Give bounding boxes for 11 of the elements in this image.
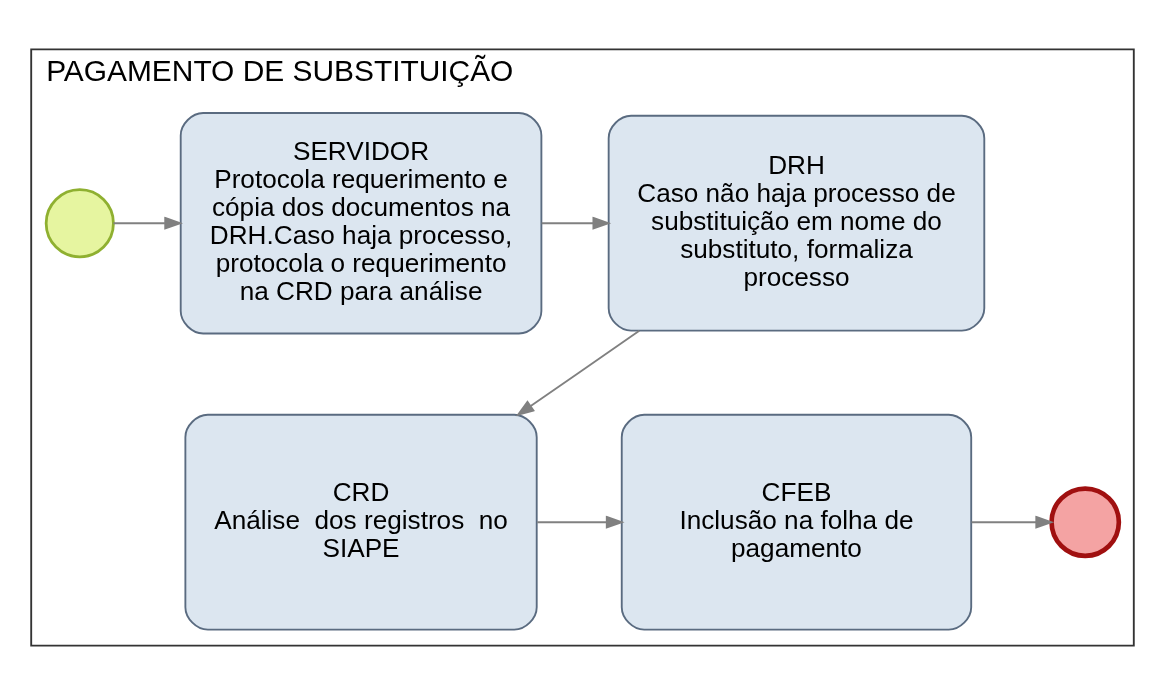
arrow xyxy=(112,216,183,230)
arrow xyxy=(515,329,641,417)
node-circle xyxy=(1049,486,1122,559)
node-circle xyxy=(44,188,115,259)
node-box: CFEB Inclusão na folha de pagamento xyxy=(620,413,973,631)
arrow xyxy=(536,515,625,529)
arrow xyxy=(970,515,1055,529)
node-box: CRD Análise dos registros no SIAPE xyxy=(184,413,538,631)
node-box: DRH Caso não haja processo de substituição em nome do substituto, formaliza processo xyxy=(607,114,986,332)
node-box: SERVIDOR Protocola requerimento e cópia dos documentos na DRH.Caso haja processo, protocola o requerimento na CRD para análise xyxy=(179,112,543,335)
arrow xyxy=(540,216,612,230)
